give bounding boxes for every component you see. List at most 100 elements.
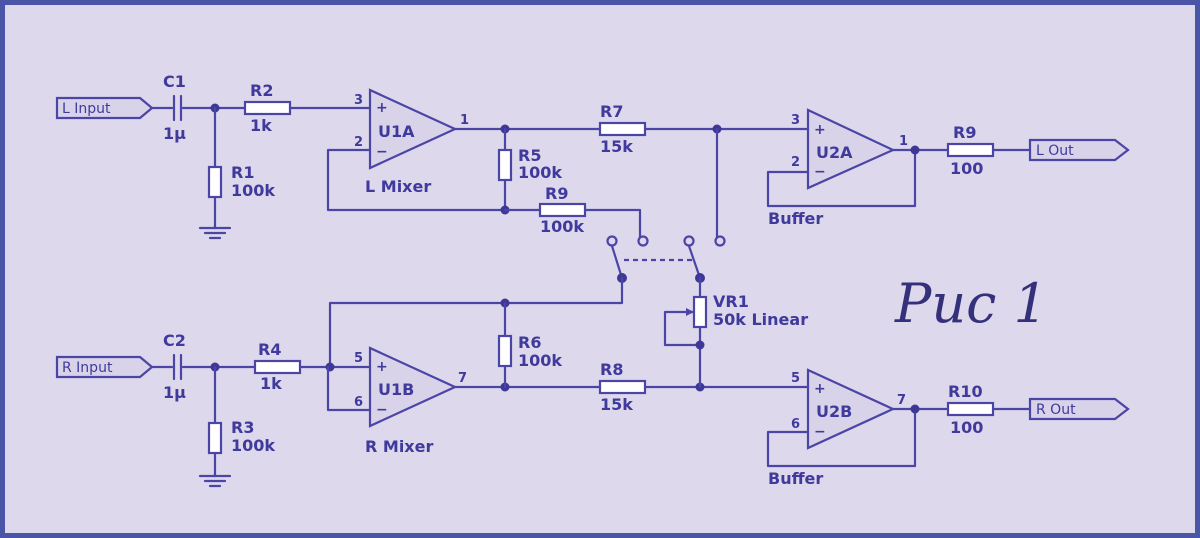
- r10-resistor: [946, 401, 995, 417]
- right-channel: R Input C2 1µ R3 100k R4 1k + − U1B 5 6: [55, 276, 1130, 488]
- u1a-plus-sign: +: [376, 100, 388, 116]
- r4-ref: R4: [258, 340, 281, 359]
- r6-resistor: [497, 334, 513, 368]
- figure-title: Рис 1: [894, 272, 1048, 335]
- r5-value: 100k: [518, 163, 562, 182]
- u1a-pin-plus: 3: [354, 93, 363, 108]
- switch-lever: [687, 244, 702, 280]
- c2-value: 1µ: [163, 383, 186, 402]
- r9a-ref: R9: [545, 184, 568, 203]
- wire: [766, 148, 917, 208]
- u1b-minus-sign: −: [376, 402, 388, 418]
- r1-value: 100k: [231, 181, 275, 200]
- u2b-minus-sign: −: [814, 424, 826, 440]
- left-channel: L Input C1 1µ R1 100k R2 1k + − U1A 3 2 …: [55, 72, 1130, 240]
- r9b-value: 100: [950, 159, 983, 178]
- u2a-caption: Buffer: [768, 209, 823, 228]
- u1b-pin-minus: 6: [354, 395, 363, 410]
- r2-value: 1k: [250, 116, 272, 135]
- r2-ref: R2: [250, 81, 273, 100]
- u2b-pin-plus: 5: [791, 371, 800, 386]
- vr1-value: 50k Linear: [713, 310, 808, 329]
- wire: [326, 148, 507, 212]
- u2a-minus-sign: −: [814, 164, 826, 180]
- u1b-pin-out: 7: [458, 371, 467, 386]
- wire: [326, 365, 372, 412]
- u1a-minus-sign: −: [376, 144, 388, 160]
- r7-value: 15k: [600, 137, 633, 156]
- u2a-opamp: [806, 108, 896, 190]
- r-input-label: R Input: [62, 360, 113, 376]
- u2b-opamp: [806, 368, 896, 450]
- switch-contact: [637, 235, 649, 247]
- r4-resistor: [253, 359, 302, 375]
- wire: [583, 208, 642, 239]
- u2b-plus-sign: +: [814, 381, 826, 397]
- u2a-pin-minus: 2: [791, 155, 800, 170]
- r1-ref: R1: [231, 163, 254, 182]
- r5-ref: R5: [518, 146, 541, 165]
- ground-icon: [198, 474, 232, 488]
- r10-value: 100: [950, 418, 983, 437]
- junction-dot: [695, 340, 705, 350]
- u2b-pin-out: 7: [897, 393, 906, 408]
- junction-dot: [325, 362, 335, 372]
- r10-ref: R10: [948, 382, 983, 401]
- u1a-pin-out: 1: [460, 113, 469, 128]
- r5-resistor: [497, 148, 513, 182]
- r8-value: 15k: [600, 395, 633, 414]
- c1-value: 1µ: [163, 124, 186, 143]
- vr1-ref: VR1: [713, 292, 749, 311]
- wire: [328, 276, 624, 370]
- u2a-pin-out: 1: [899, 134, 908, 149]
- r2-resistor: [243, 100, 292, 116]
- u1a-caption: L Mixer: [365, 177, 431, 196]
- r-input-port: [55, 355, 154, 379]
- u1b-ref: U1B: [378, 380, 414, 399]
- r6-ref: R6: [518, 333, 541, 352]
- r-out-port: [1028, 397, 1130, 421]
- r3-value: 100k: [231, 436, 275, 455]
- r1-resistor: [207, 165, 223, 199]
- dpdt-switch: [606, 235, 726, 283]
- u1b-plus-sign: +: [376, 359, 388, 375]
- u1a-ref: U1A: [378, 122, 415, 141]
- r9b-ref: R9: [953, 123, 976, 142]
- vr1-potentiometer: [692, 295, 708, 329]
- vr1-wiper: [663, 310, 702, 347]
- r7-ref: R7: [600, 102, 623, 121]
- r-out-label: R Out: [1036, 402, 1076, 418]
- u2b-pin-minus: 6: [791, 417, 800, 432]
- r3-ref: R3: [231, 418, 254, 437]
- u1a-pin-minus: 2: [354, 135, 363, 150]
- u2a-plus-sign: +: [814, 122, 826, 138]
- switch-contact: [606, 235, 618, 247]
- u2a-ref: U2A: [816, 143, 853, 162]
- c2-ref: C2: [163, 331, 186, 350]
- r9-100k-resistor: [538, 202, 587, 218]
- r8-resistor: [598, 379, 647, 395]
- r9a-value: 100k: [540, 217, 584, 236]
- r6-value: 100k: [518, 351, 562, 370]
- u2b-ref: U2B: [816, 402, 852, 421]
- u2a-pin-plus: 3: [791, 113, 800, 128]
- switch-contact: [714, 235, 726, 247]
- r4-value: 1k: [260, 374, 282, 393]
- u2b-caption: Buffer: [768, 469, 823, 488]
- r3-resistor: [207, 421, 223, 455]
- wire: [766, 407, 917, 468]
- switch-lever: [610, 244, 624, 280]
- wiper-arrow-icon: [686, 308, 694, 316]
- u1a-opamp: [368, 88, 458, 170]
- junction-dot: [910, 145, 920, 155]
- junction-dot: [910, 404, 920, 414]
- r7-resistor: [598, 121, 647, 137]
- l-out-port: [1028, 138, 1130, 162]
- u1b-caption: R Mixer: [365, 437, 433, 456]
- ground-icon: [198, 226, 232, 240]
- r9-100-resistor: [946, 142, 995, 158]
- r8-ref: R8: [600, 360, 623, 379]
- c1-ref: C1: [163, 72, 186, 91]
